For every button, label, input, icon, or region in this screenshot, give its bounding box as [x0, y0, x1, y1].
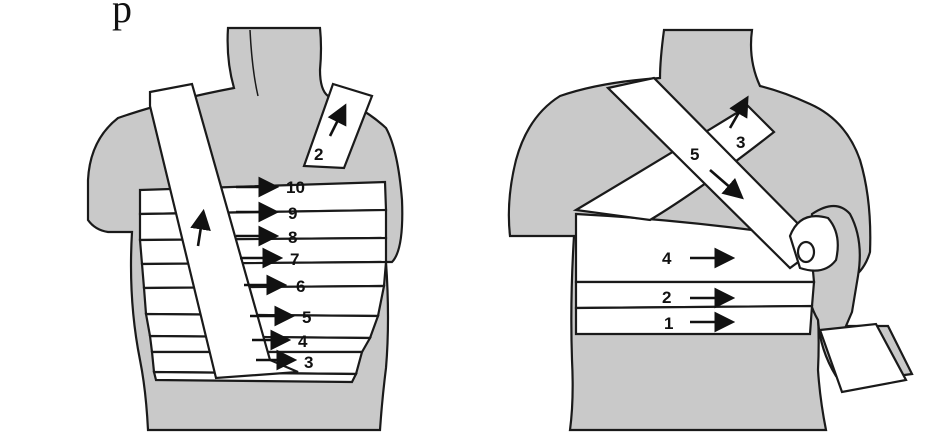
label-1: 1 — [664, 314, 673, 333]
label-4: 4 — [298, 332, 308, 351]
label-9: 9 — [288, 204, 297, 223]
label-10: 10 — [286, 178, 305, 197]
label-7: 7 — [290, 250, 299, 269]
bandage-roll-end — [798, 242, 814, 262]
label-5: 5 — [690, 145, 699, 164]
bandage-roll — [790, 216, 838, 271]
left-figure: 10 9 8 7 6 5 4 3 2 — [88, 28, 402, 430]
label-3: 3 — [304, 353, 313, 372]
label-4: 4 — [662, 249, 672, 268]
band-2 — [576, 282, 814, 308]
label-8: 8 — [288, 228, 297, 247]
header-fragment: p — [112, 0, 132, 31]
label-5: 5 — [302, 308, 311, 327]
right-figure: 1 2 4 5 3 — [509, 30, 912, 430]
label-2: 2 — [314, 145, 323, 164]
label-2: 2 — [662, 288, 671, 307]
band-1 — [576, 306, 812, 334]
label-3: 3 — [736, 133, 745, 152]
label-6: 6 — [296, 277, 305, 296]
